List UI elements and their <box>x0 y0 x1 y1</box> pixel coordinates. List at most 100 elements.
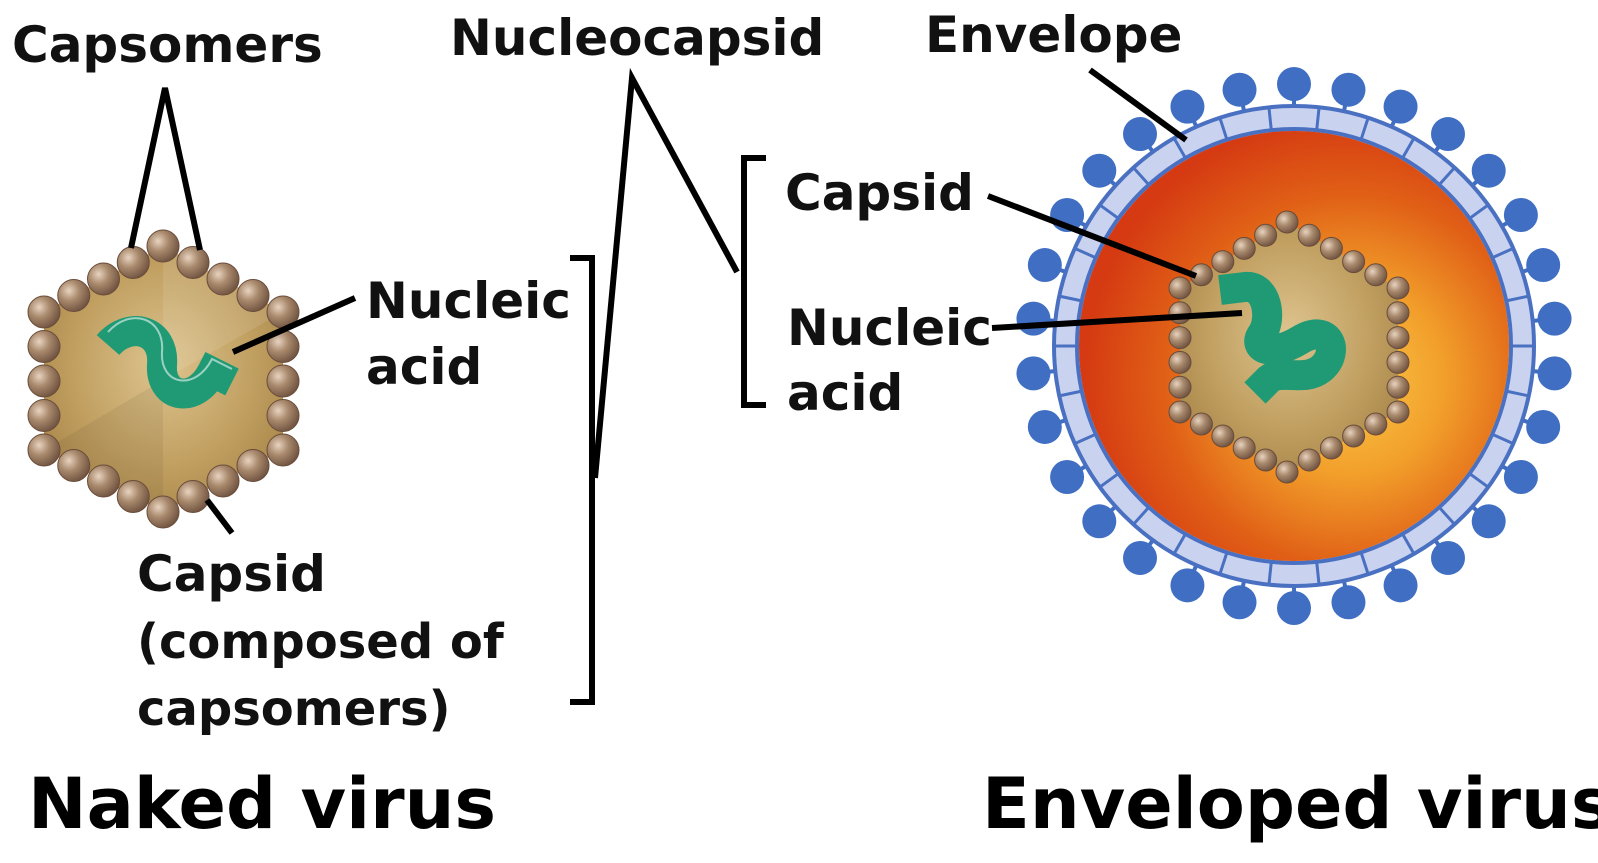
capsomer-bead <box>267 365 299 397</box>
envelope-spike <box>1526 410 1560 444</box>
capsomer-bead <box>1169 302 1191 324</box>
envelope-spike <box>1431 117 1465 151</box>
capsomer-bead <box>1343 251 1365 273</box>
envelope-spike <box>1504 198 1538 232</box>
enveloped-nucleic-acid-label-line1: Nucleic <box>787 299 992 357</box>
capsomer-bead <box>1276 211 1298 233</box>
envelope-spike <box>1170 568 1204 602</box>
envelope-spike <box>1123 541 1157 575</box>
envelope-spike <box>1016 302 1050 336</box>
naked-capsid-label-line1: Capsid <box>137 545 326 603</box>
capsomer-bead <box>147 230 179 262</box>
capsomer-bead <box>1387 327 1409 349</box>
enveloped-capsid-label: Capsid <box>785 164 974 222</box>
capsomer-bead <box>1387 401 1409 423</box>
envelope-spike <box>1277 67 1311 101</box>
envelope-spike <box>1384 568 1418 602</box>
capsomers-label: Capsomers <box>12 16 323 74</box>
capsomer-bead <box>1365 264 1387 286</box>
envelope-spike <box>1028 248 1062 282</box>
capsomer-bead <box>28 434 60 466</box>
capsomer-bead <box>267 434 299 466</box>
envelope-spike <box>1431 541 1465 575</box>
envelope-spike <box>1223 73 1257 107</box>
capsomer-bead <box>1343 425 1365 447</box>
capsomer-bead <box>1387 376 1409 398</box>
capsomer-bead <box>28 365 60 397</box>
capsomer-bead <box>28 296 60 328</box>
envelope-spike <box>1384 90 1418 124</box>
nucleocapsid-label: Nucleocapsid <box>450 9 824 67</box>
capsomer-bead <box>1233 237 1255 259</box>
envelope-spike <box>1331 73 1365 107</box>
capsomers-pointer <box>131 88 200 250</box>
capsomer-bead <box>1233 437 1255 459</box>
naked-nucleic-acid-label-line2: acid <box>366 338 482 396</box>
enveloped-virus-illustration <box>1016 67 1571 625</box>
naked-nucleic-acid-label-line1: Nucleic <box>366 272 571 330</box>
capsomer-bead <box>177 481 209 513</box>
capsomer-bead <box>1255 224 1277 246</box>
naked-virus-title: Naked virus <box>28 763 496 845</box>
capsomer-bead <box>1169 351 1191 373</box>
capsomer-bead <box>1365 413 1387 435</box>
capsomer-bead <box>177 247 209 279</box>
capsomer-bead <box>58 280 90 312</box>
capsomer-bead <box>117 247 149 279</box>
capsomer-bead <box>58 450 90 482</box>
envelope-spike <box>1082 504 1116 538</box>
capsomer-bead <box>28 331 60 363</box>
capsomer-bead <box>1169 277 1191 299</box>
envelope-spike <box>1123 117 1157 151</box>
capsomer-bead <box>1320 437 1342 459</box>
capsomer-bead <box>1190 413 1212 435</box>
capsomer-bead <box>1320 237 1342 259</box>
envelope-spike <box>1472 154 1506 188</box>
enveloped-nucleocapsid-bracket <box>744 158 766 405</box>
capsomer-bead <box>28 400 60 432</box>
naked-capsid-label-line2: (composed of <box>137 614 505 670</box>
capsomer-bead <box>267 400 299 432</box>
envelope-spike <box>1526 248 1560 282</box>
naked-capsid-label-line3: capsomers) <box>137 681 451 737</box>
capsomer-bead <box>1298 449 1320 471</box>
capsomer-bead <box>117 481 149 513</box>
envelope-spike <box>1016 356 1050 390</box>
envelope-spike <box>1082 154 1116 188</box>
capsomer-bead <box>147 496 179 528</box>
envelope-spike <box>1223 585 1257 619</box>
nucleocapsid-pointer <box>595 78 737 478</box>
envelope-spike <box>1170 90 1204 124</box>
envelope-spike <box>1538 356 1572 390</box>
naked-nucleocapsid-bracket <box>570 258 592 702</box>
envelope-spike <box>1028 410 1062 444</box>
capsomer-bead <box>1212 251 1234 273</box>
capsomer-bead <box>88 465 120 497</box>
capsomer-bead <box>88 263 120 295</box>
naked-capsid-pointer <box>207 500 232 533</box>
envelope-label: Envelope <box>925 6 1182 64</box>
capsomer-bead <box>1169 376 1191 398</box>
envelope-spike <box>1504 460 1538 494</box>
envelope-spike <box>1472 504 1506 538</box>
capsomer-bead <box>1212 425 1234 447</box>
capsomer-bead <box>1387 351 1409 373</box>
capsomer-bead <box>1298 224 1320 246</box>
capsomer-bead <box>237 450 269 482</box>
capsomer-bead <box>1169 327 1191 349</box>
capsomer-bead <box>207 465 239 497</box>
capsomer-bead <box>1255 449 1277 471</box>
enveloped-nucleic-acid-label-line2: acid <box>787 364 903 422</box>
capsomer-bead <box>1169 401 1191 423</box>
envelope-spike <box>1538 302 1572 336</box>
envelope-spike <box>1050 460 1084 494</box>
capsomer-bead <box>1387 277 1409 299</box>
capsomer-bead <box>1276 461 1298 483</box>
envelope-spike <box>1331 585 1365 619</box>
capsomer-bead <box>237 280 269 312</box>
enveloped-virus-title: Enveloped virus <box>982 763 1598 845</box>
naked-virus-illustration <box>28 230 299 528</box>
capsomer-bead <box>207 263 239 295</box>
envelope-spike <box>1277 591 1311 625</box>
